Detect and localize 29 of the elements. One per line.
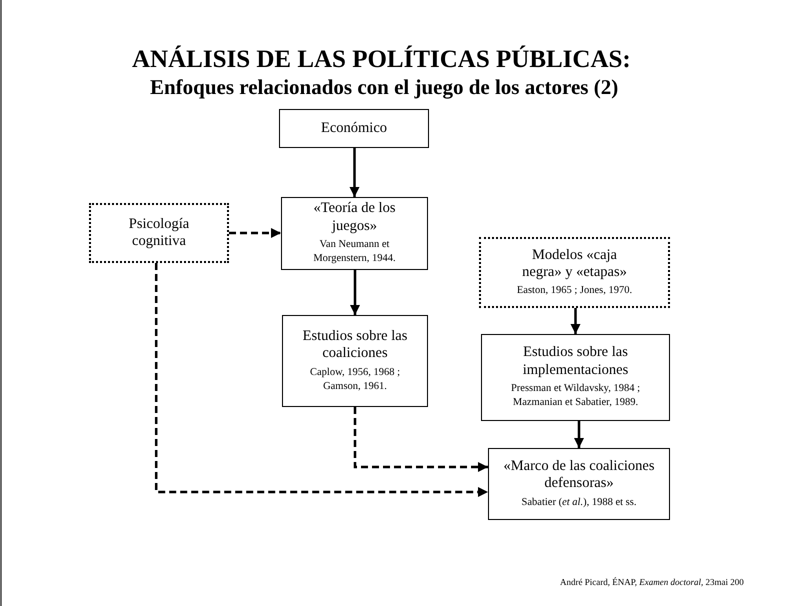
concept-box [481,334,670,421]
concept-box [488,448,670,520]
arrow [354,407,488,472]
box-heading: Estudios sobre las coaliciones [302,328,408,363]
arrow [350,148,360,197]
dotted-concept-box [89,203,229,263]
citation-text: Caplow, 1956, 1968 ; Gamson, 1961. [308,366,402,394]
box-heading: Psicología cognitiva [128,216,190,250]
arrow [229,228,281,238]
box-heading: «Teoría de los juegos» [312,200,396,236]
box-heading: «Marco de las coaliciones defensoras» [502,458,656,493]
concept-box [281,197,428,270]
concept-box [279,109,429,148]
dotted-concept-box [479,237,670,308]
concept-box [282,315,428,407]
arrow [154,263,488,497]
arrow [570,308,580,334]
citation-text: Easton, 1965 ; Jones, 1970. [516,284,632,298]
arrow [350,270,360,315]
subtitle: Enfoques relacionados con el juego de los actores (2) [150,75,618,100]
footer-note: André Picard, ÉNAP, Examen doctoral, 23mai 200 [560,577,744,587]
box-heading: Estudios sobre las implementaciones [522,344,630,380]
arrow [574,421,584,448]
box-heading: Económico [320,120,388,138]
citation-text: Sabatier (et al.), 1988 et ss. [522,496,636,510]
citation-text: Pressman et Wildavsky, 1984 ; Mazmanian et Sabatier, 1989. [510,382,642,410]
citation-text: Van Neumann et Morgenstern, 1944. [312,238,397,266]
title: ANÁLISIS DE LAS POLÍTICAS PÚBLICAS: [132,46,631,74]
box-heading: Modelos «caja negra» y «etapas» [521,246,628,282]
